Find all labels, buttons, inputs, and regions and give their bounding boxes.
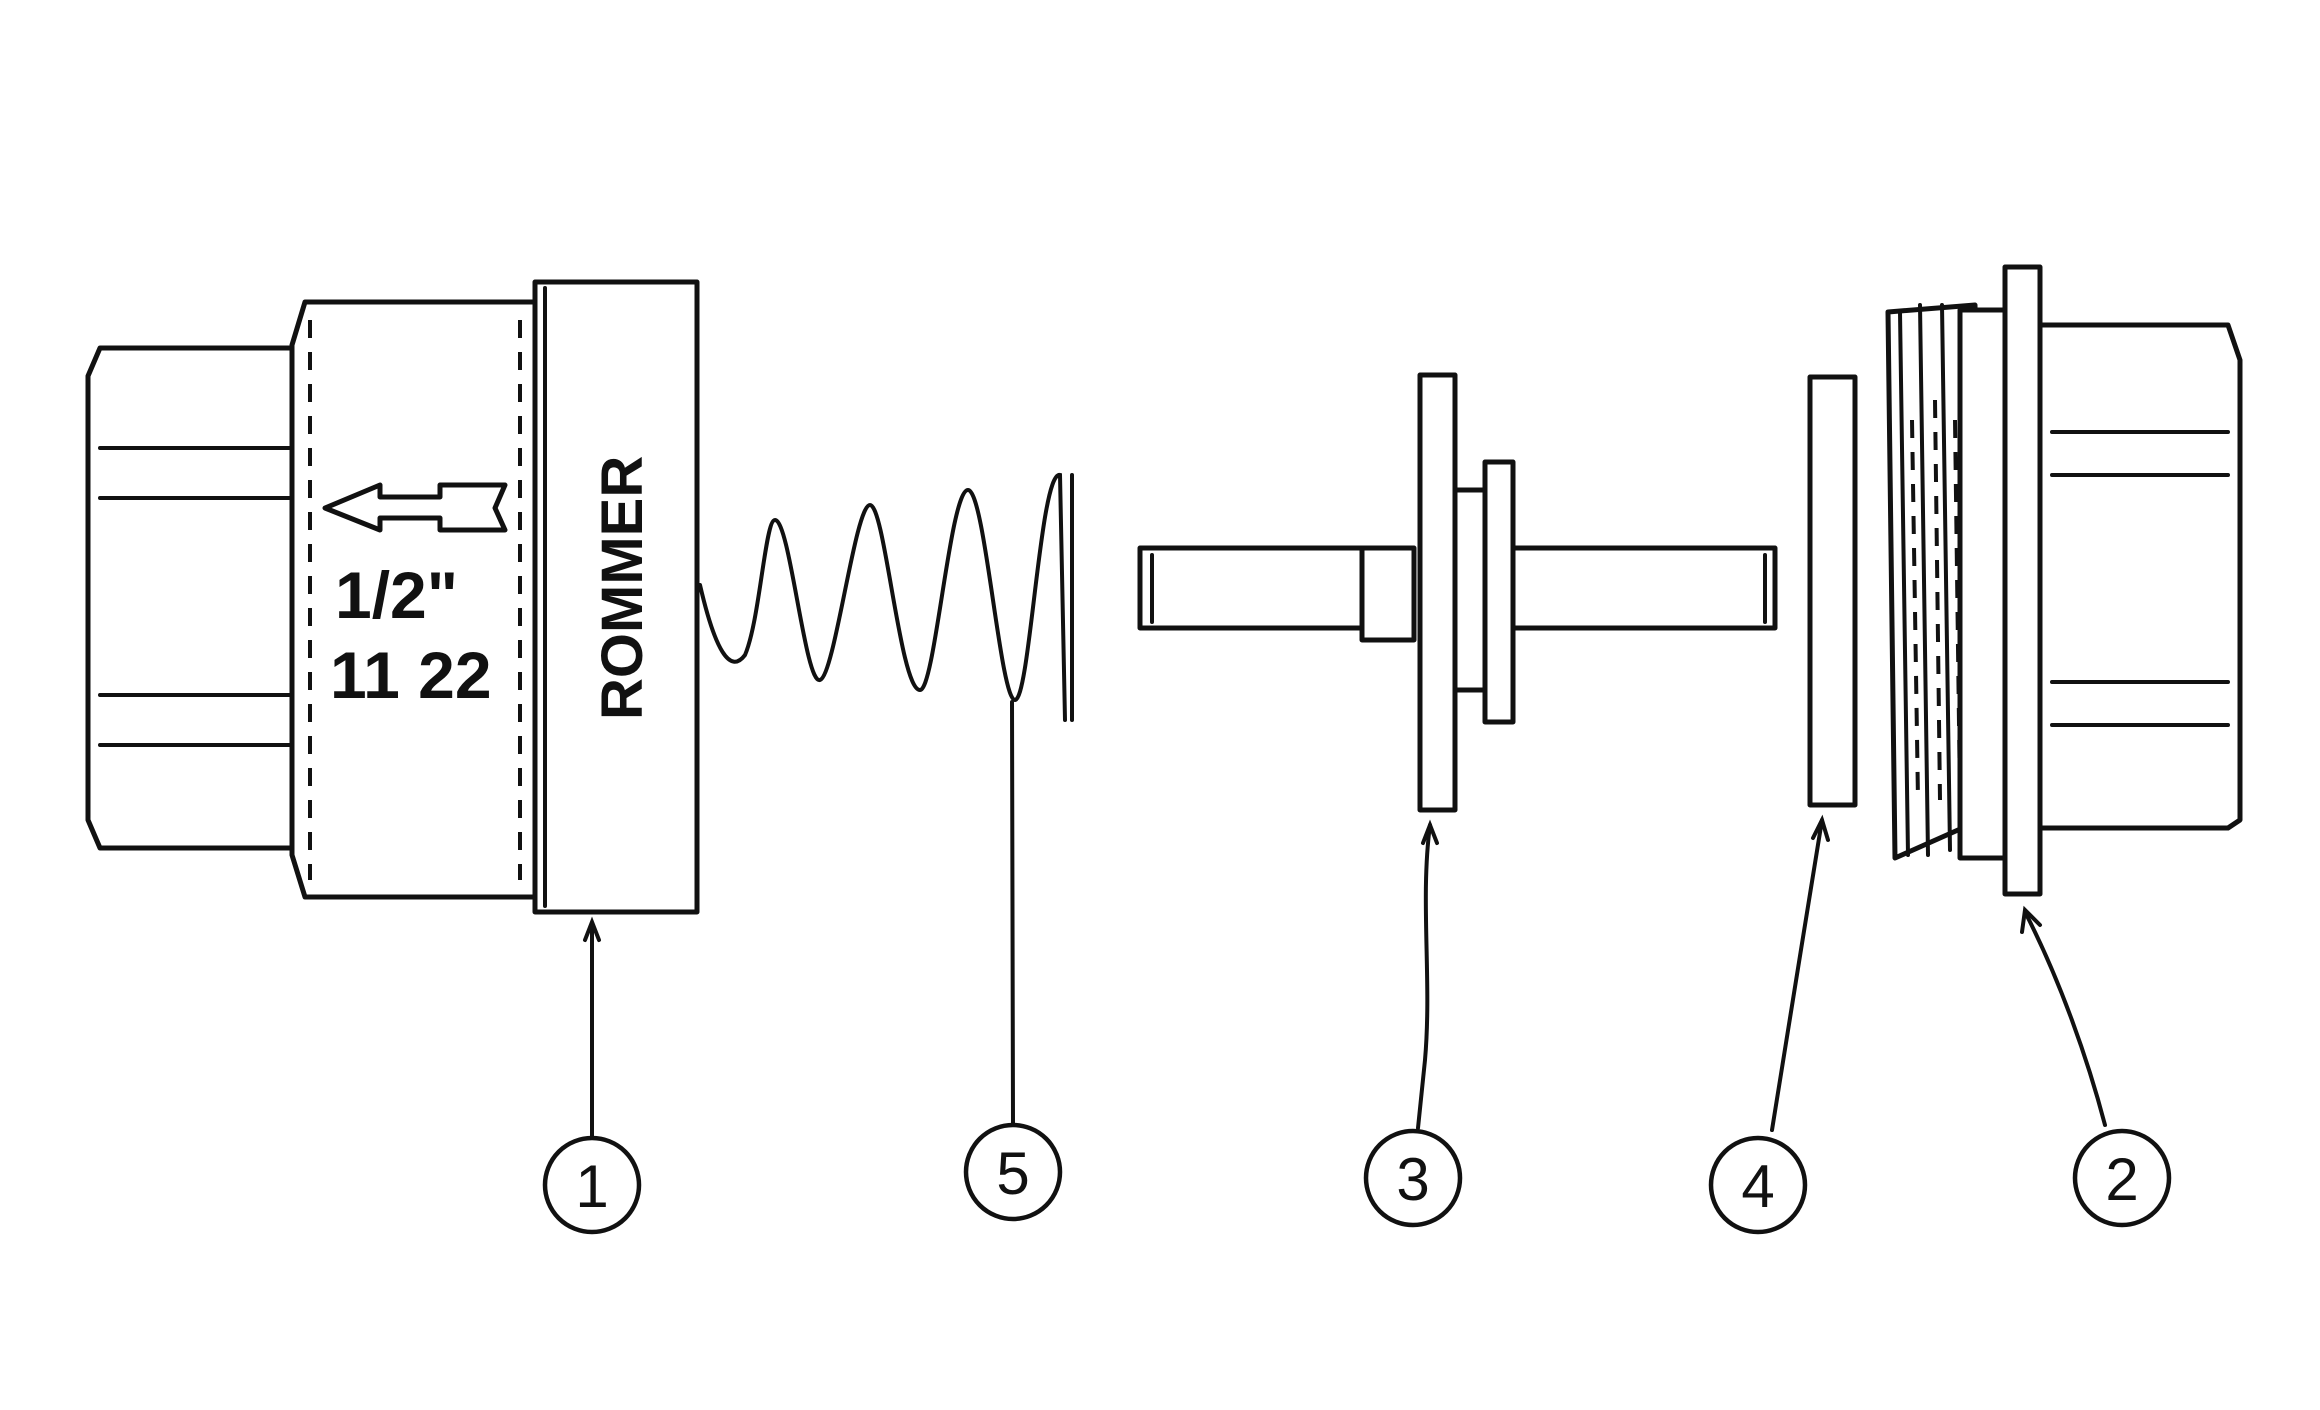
size-marking: 1/2"	[335, 558, 458, 632]
valve-body-cap	[532, 279, 700, 915]
callout-4-label: 4	[1741, 1153, 1774, 1220]
brand-marking: ROMMER	[590, 456, 655, 720]
valve-stem-disc	[1137, 372, 1778, 813]
spring-coil	[698, 472, 1067, 722]
valve-body: 1/2" 11 22 ROMMER	[85, 279, 700, 915]
callout-4: 4	[1708, 814, 1830, 1235]
seal-washer	[1807, 374, 1858, 808]
callout-1: 1	[542, 916, 642, 1235]
callout-1-label: 1	[575, 1153, 608, 1220]
callout-3: 3	[1363, 819, 1463, 1228]
callout-2: 2	[2020, 905, 2172, 1228]
valve-body-hex	[85, 345, 295, 851]
callout-3-label: 3	[1396, 1146, 1429, 1213]
callout-2-label: 2	[2105, 1146, 2138, 1213]
callout-5: 5	[963, 700, 1063, 1222]
spring	[698, 472, 1074, 722]
threaded-nipple	[1885, 264, 2243, 897]
callout-5-label: 5	[996, 1140, 1029, 1207]
code-marking: 11 22	[330, 638, 492, 712]
flow-arrow-icon	[322, 482, 508, 533]
nipple-hex	[2037, 322, 2243, 831]
